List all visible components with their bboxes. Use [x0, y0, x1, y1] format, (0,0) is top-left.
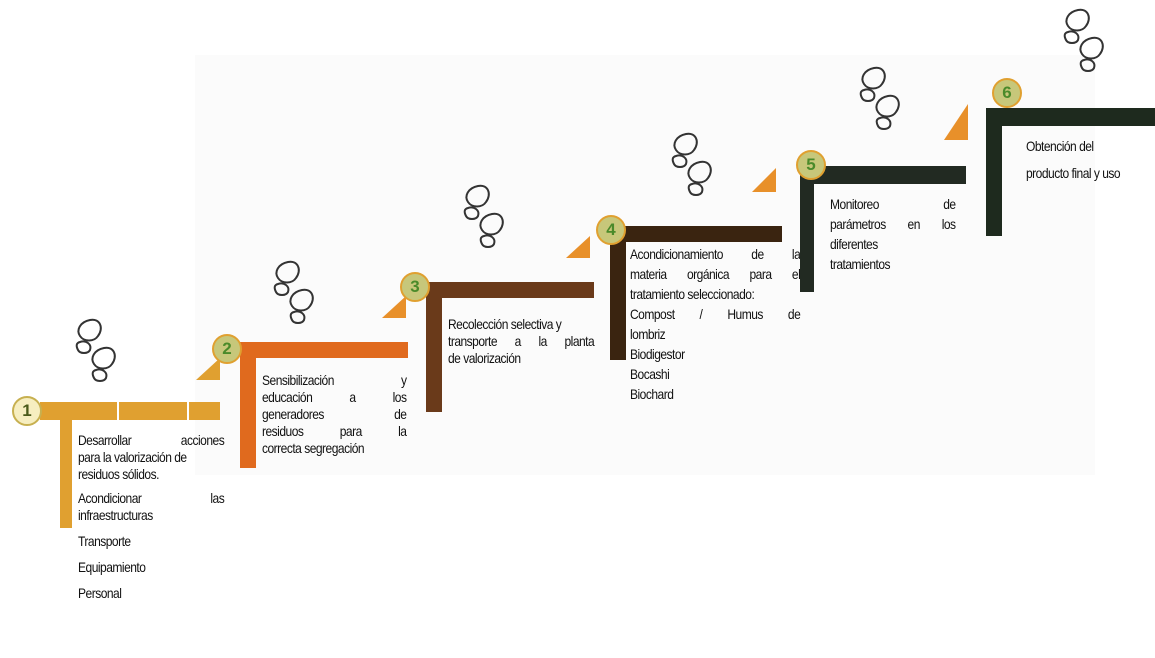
- step-1-line: Transporte: [78, 533, 131, 549]
- step-4-text: Acondicionamiento de la materia orgánica…: [630, 246, 801, 403]
- step-4-line: tratamiento seleccionado:: [630, 286, 755, 302]
- step-1-line: Equipamiento: [78, 559, 146, 575]
- step-2-text: Sensibilización y educación a los genera…: [262, 372, 407, 457]
- step-1-line: Desarrollar acciones: [78, 432, 225, 448]
- step-2-number-badge: 2: [212, 334, 242, 364]
- step-3-number: 3: [410, 277, 420, 296]
- step-1-vertical-bar: [60, 420, 72, 528]
- footprints-icon: [1063, 8, 1104, 72]
- step-4-arrow-triangle: [566, 236, 590, 258]
- footprints-icon: [463, 184, 504, 248]
- step-5-vertical-bar: [800, 184, 814, 292]
- step-4-top-bar: [610, 226, 782, 242]
- step-1-line: infraestructuras: [78, 507, 153, 523]
- step-3-top-bar: [426, 282, 594, 298]
- step-5-text: Monitoreo de parámetros en los diferente…: [830, 196, 956, 273]
- step-3-line: de valorización: [448, 350, 521, 366]
- footprints-icon: [273, 260, 314, 324]
- step-4-number-badge: 4: [596, 215, 626, 245]
- step-6-number-badge: 6: [992, 78, 1022, 108]
- step-1-number-badge: 1: [12, 396, 42, 426]
- step-1-line: Personal: [78, 585, 122, 601]
- step-3-arrow-triangle: [382, 296, 406, 318]
- step-4-line: Compost / Humus de: [630, 306, 801, 322]
- step-4-line: Bocashi: [630, 366, 670, 382]
- step-6-top-bar: [986, 108, 1155, 126]
- step-4-vertical-bar: [610, 242, 626, 360]
- step-1-bar-divider: [187, 402, 189, 420]
- step-3-line: transporte a la planta: [448, 333, 595, 349]
- step-5-number: 5: [806, 155, 816, 174]
- step-2-line: Sensibilización y: [262, 372, 407, 388]
- step-4-line: materia orgánica para el: [630, 266, 801, 282]
- step-1-line: residuos sólidos.: [78, 466, 159, 482]
- step-3-text: Recolección selectiva y transporte a la …: [448, 316, 595, 367]
- step-6-text: Obtención del producto final y uso: [1026, 136, 1155, 184]
- step-1-text: Desarrollar acciones para la valorizació…: [78, 432, 225, 602]
- step-5-number-badge: 5: [796, 150, 826, 180]
- step-4-number: 4: [606, 220, 616, 239]
- step-4-line: lombriz: [630, 326, 666, 342]
- step-3-line: Recolección selectiva y: [448, 316, 562, 332]
- step-4-line: Biochard: [630, 386, 674, 402]
- step-1-line: para la valorización de: [78, 449, 187, 465]
- footprints-icon: [859, 66, 900, 130]
- step-2-line: correcta segregación: [262, 440, 365, 456]
- step-6-number: 6: [1002, 83, 1012, 102]
- step-1-bar-divider: [117, 402, 119, 420]
- step-3-number-badge: 3: [400, 272, 430, 302]
- footprints-icon: [671, 132, 712, 196]
- step-5-line: tratamientos: [830, 256, 891, 272]
- step-6-vertical-bar: [986, 126, 1002, 236]
- step-2-vertical-bar: [240, 358, 256, 468]
- step-5-arrow-triangle: [752, 168, 776, 192]
- step-3-vertical-bar: [426, 298, 442, 412]
- footprints-icon: [75, 318, 116, 382]
- step-6-arrow-triangle: [944, 104, 968, 140]
- step-2-line: generadores de: [262, 406, 407, 422]
- step-5-line: parámetros en los: [830, 216, 956, 232]
- step-2-number: 2: [222, 339, 232, 358]
- step-5-line: diferentes: [830, 236, 878, 252]
- step-4-line: Biodigestor: [630, 346, 685, 362]
- step-5-line: Monitoreo de: [830, 196, 956, 212]
- step-6-line: producto final y uso: [1026, 165, 1121, 181]
- step-1-number: 1: [22, 401, 32, 420]
- step-2-line: residuos para la: [262, 423, 407, 439]
- step-5-top-bar: [800, 166, 966, 184]
- step-1-line: Acondicionar las: [78, 490, 225, 506]
- step-4-line: Acondicionamiento de la: [630, 246, 801, 262]
- step-6-line: Obtención del: [1026, 138, 1094, 154]
- step-1-top-bar: [40, 402, 220, 420]
- step-2-top-bar: [240, 342, 408, 358]
- step-2-arrow-triangle: [196, 358, 220, 380]
- step-2-line: educación a los: [262, 389, 407, 405]
